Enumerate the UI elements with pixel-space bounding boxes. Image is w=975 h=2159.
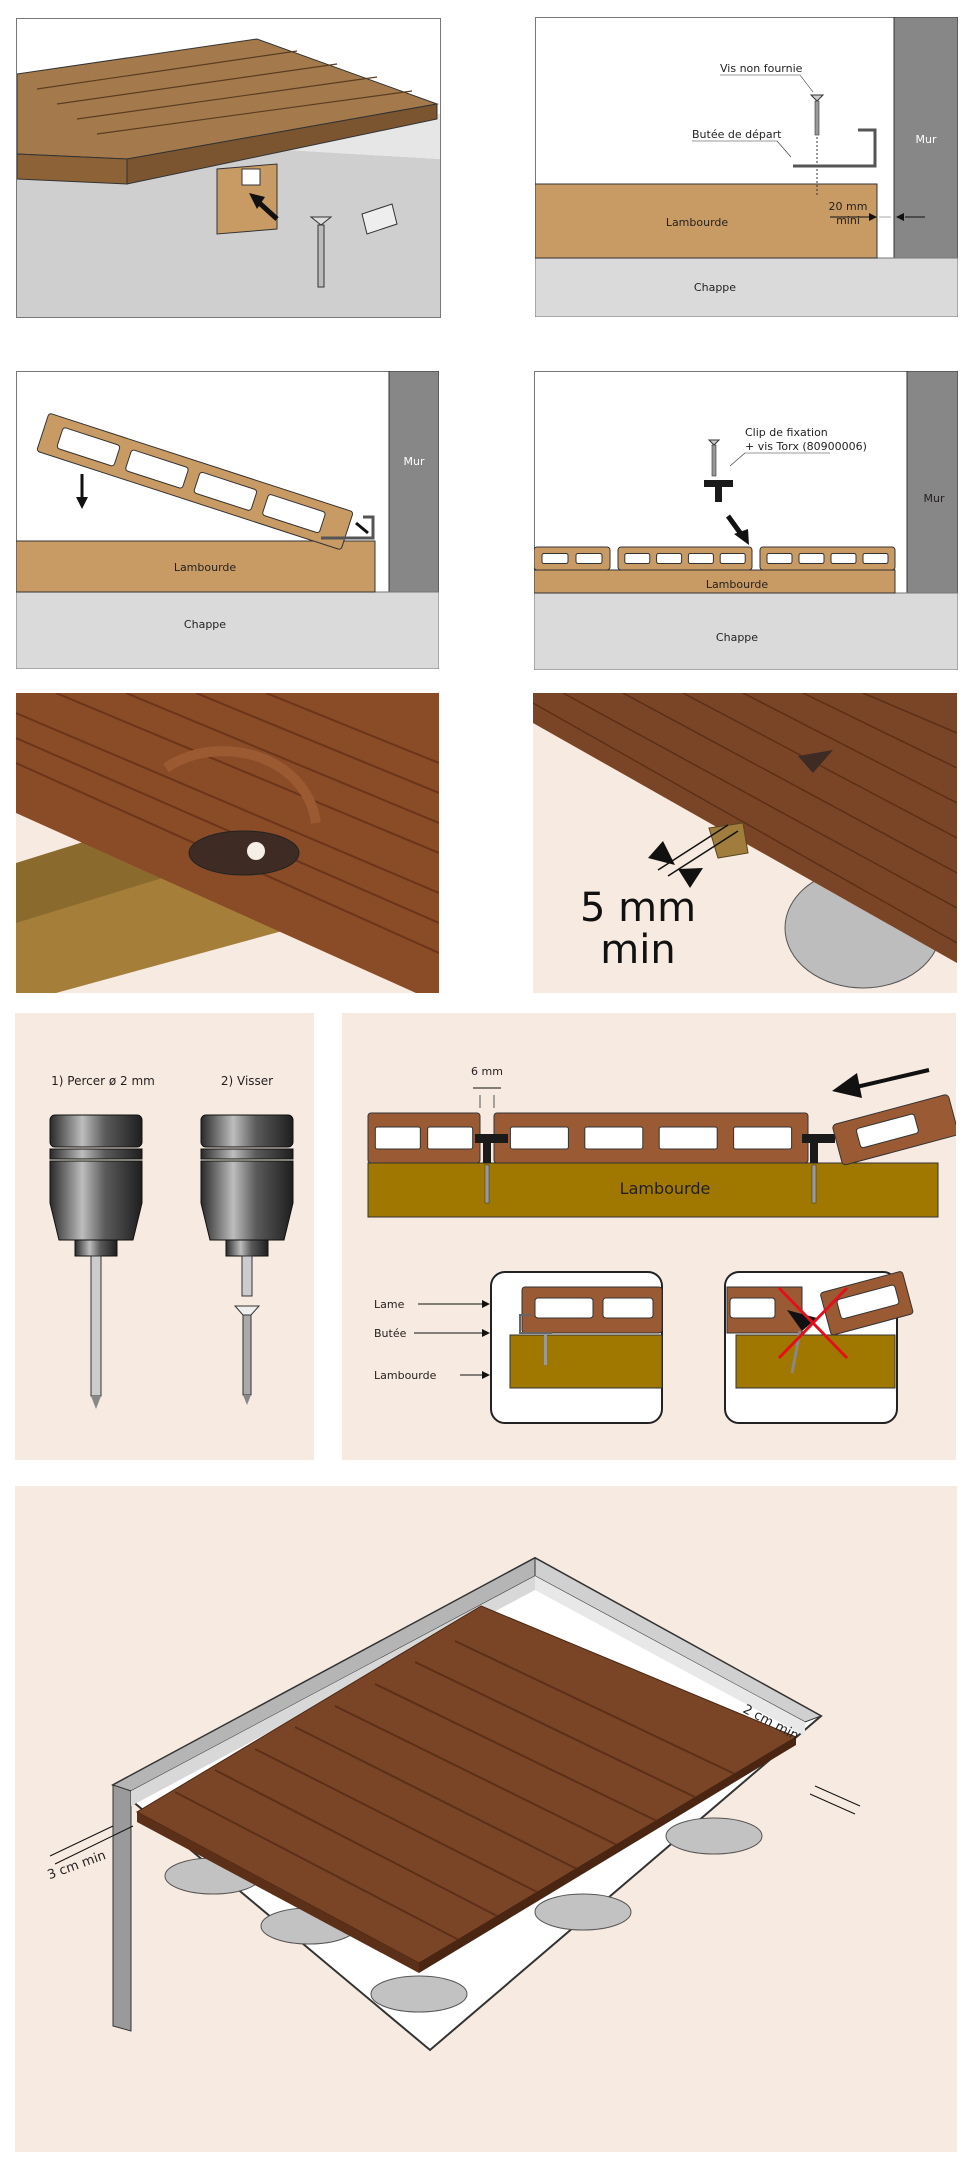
joist (367, 1162, 939, 1218)
legend-lambourde: Lambourde (374, 1369, 437, 1382)
panel-board-section: 6 mm Lambourde Lame Butée Lambourde (342, 1013, 956, 1460)
panel-start-stop-section: Vis non fournie Butée de départ Lambourd… (535, 17, 958, 317)
clip-icon (798, 750, 833, 773)
board-cavity (658, 1126, 718, 1150)
board-row (534, 546, 896, 571)
gap-suffix: mini (836, 214, 860, 227)
clip-label-line2: + vis Torx (80900006) (745, 440, 867, 453)
screw-icon (309, 216, 333, 288)
step1-label: 1) Percer ø 2 mm (51, 1074, 155, 1088)
clip-icon (704, 480, 733, 502)
screw-icon (707, 439, 721, 477)
clip-label-line1: Clip de fixation (745, 426, 828, 439)
board-cavity (830, 552, 857, 565)
board-cavity (584, 1126, 644, 1150)
screed (16, 591, 439, 669)
panel-room-overview: 2 cm min 3 cm min (15, 1486, 957, 2152)
board-cavity (624, 552, 651, 565)
arrow-icon (832, 1073, 862, 1098)
screwdriver-chuck-icon (200, 1114, 294, 1297)
panel-clip-fixing: Clip de fixation + vis Torx (80900006) L… (534, 371, 958, 670)
step2-label: 2) Visser (221, 1074, 273, 1088)
gap-value: 6 mm (471, 1065, 503, 1078)
joist (535, 183, 878, 259)
joist-label: Lambourde (620, 1179, 711, 1198)
board-row (367, 1112, 809, 1164)
legend-lame: Lame (374, 1298, 405, 1311)
arrow-icon (678, 868, 703, 888)
screw-icon (233, 1305, 261, 1405)
clip-icon (188, 830, 300, 876)
panel-3d-start-stop (16, 18, 441, 318)
board-cavity (719, 552, 746, 565)
board-cavity (798, 552, 825, 565)
board-cavity (687, 552, 714, 565)
board-cavity (766, 552, 793, 565)
panel-drill-steps: 1) Percer ø 2 mm 2) Visser (15, 1013, 314, 1460)
arrow-icon (648, 841, 675, 865)
screed-label: Chappe (184, 618, 226, 631)
start-stop-bracket (321, 515, 375, 540)
clip-spacer (708, 822, 749, 859)
panel-first-board: Lambourde Mur Chappe (16, 371, 439, 669)
clip-icon (475, 1134, 508, 1163)
clip-icon (802, 1134, 835, 1163)
screed (534, 592, 958, 670)
start-stop-bracket (793, 128, 877, 168)
board (759, 546, 896, 571)
board-cavity (575, 552, 603, 565)
board-cavity (509, 1126, 569, 1150)
legend-butee: Butée (374, 1327, 407, 1340)
gap-value: 20 mm (829, 200, 868, 213)
stop-bracket-icon (241, 168, 261, 186)
board-cavity (427, 1126, 474, 1150)
stop-label: Butée de départ (692, 128, 782, 141)
bracket-icon (361, 203, 398, 235)
screed-label: Chappe (716, 631, 758, 644)
screed-label: Chappe (694, 281, 736, 294)
wall-label: Mur (924, 492, 945, 505)
wall-label: Mur (916, 133, 937, 146)
board-cavity (862, 552, 889, 565)
joist-label: Lambourde (174, 561, 237, 574)
board-cavity (541, 552, 569, 565)
wall-label: Mur (404, 455, 425, 468)
arrow-icon (869, 213, 877, 221)
screw-icon (809, 94, 825, 136)
screw-label: Vis non fournie (720, 62, 803, 75)
arrow-down-icon (76, 497, 88, 509)
board-cavity (656, 552, 683, 565)
drill-chuck-icon (49, 1114, 143, 1409)
panel-clip-3d (16, 693, 439, 993)
board-cavity (733, 1126, 793, 1150)
joist (16, 540, 376, 593)
start-stop-3d-illustration (17, 19, 440, 317)
tilted-board (36, 413, 354, 550)
wall (893, 17, 958, 259)
gap-suffix: min (600, 927, 675, 973)
arrow-icon (734, 529, 749, 545)
panel-gap-5mm: 5 mm min (533, 693, 957, 993)
board-cavity (374, 1126, 421, 1150)
screed (535, 257, 958, 317)
arrow-icon (896, 213, 904, 221)
cross-icon (777, 1286, 849, 1360)
board (617, 546, 753, 571)
wall (906, 371, 958, 594)
joist-label: Lambourde (666, 216, 729, 229)
wall (388, 371, 439, 593)
gap-value: 5 mm (580, 885, 696, 931)
board (534, 546, 611, 571)
joist-label: Lambourde (706, 578, 769, 591)
